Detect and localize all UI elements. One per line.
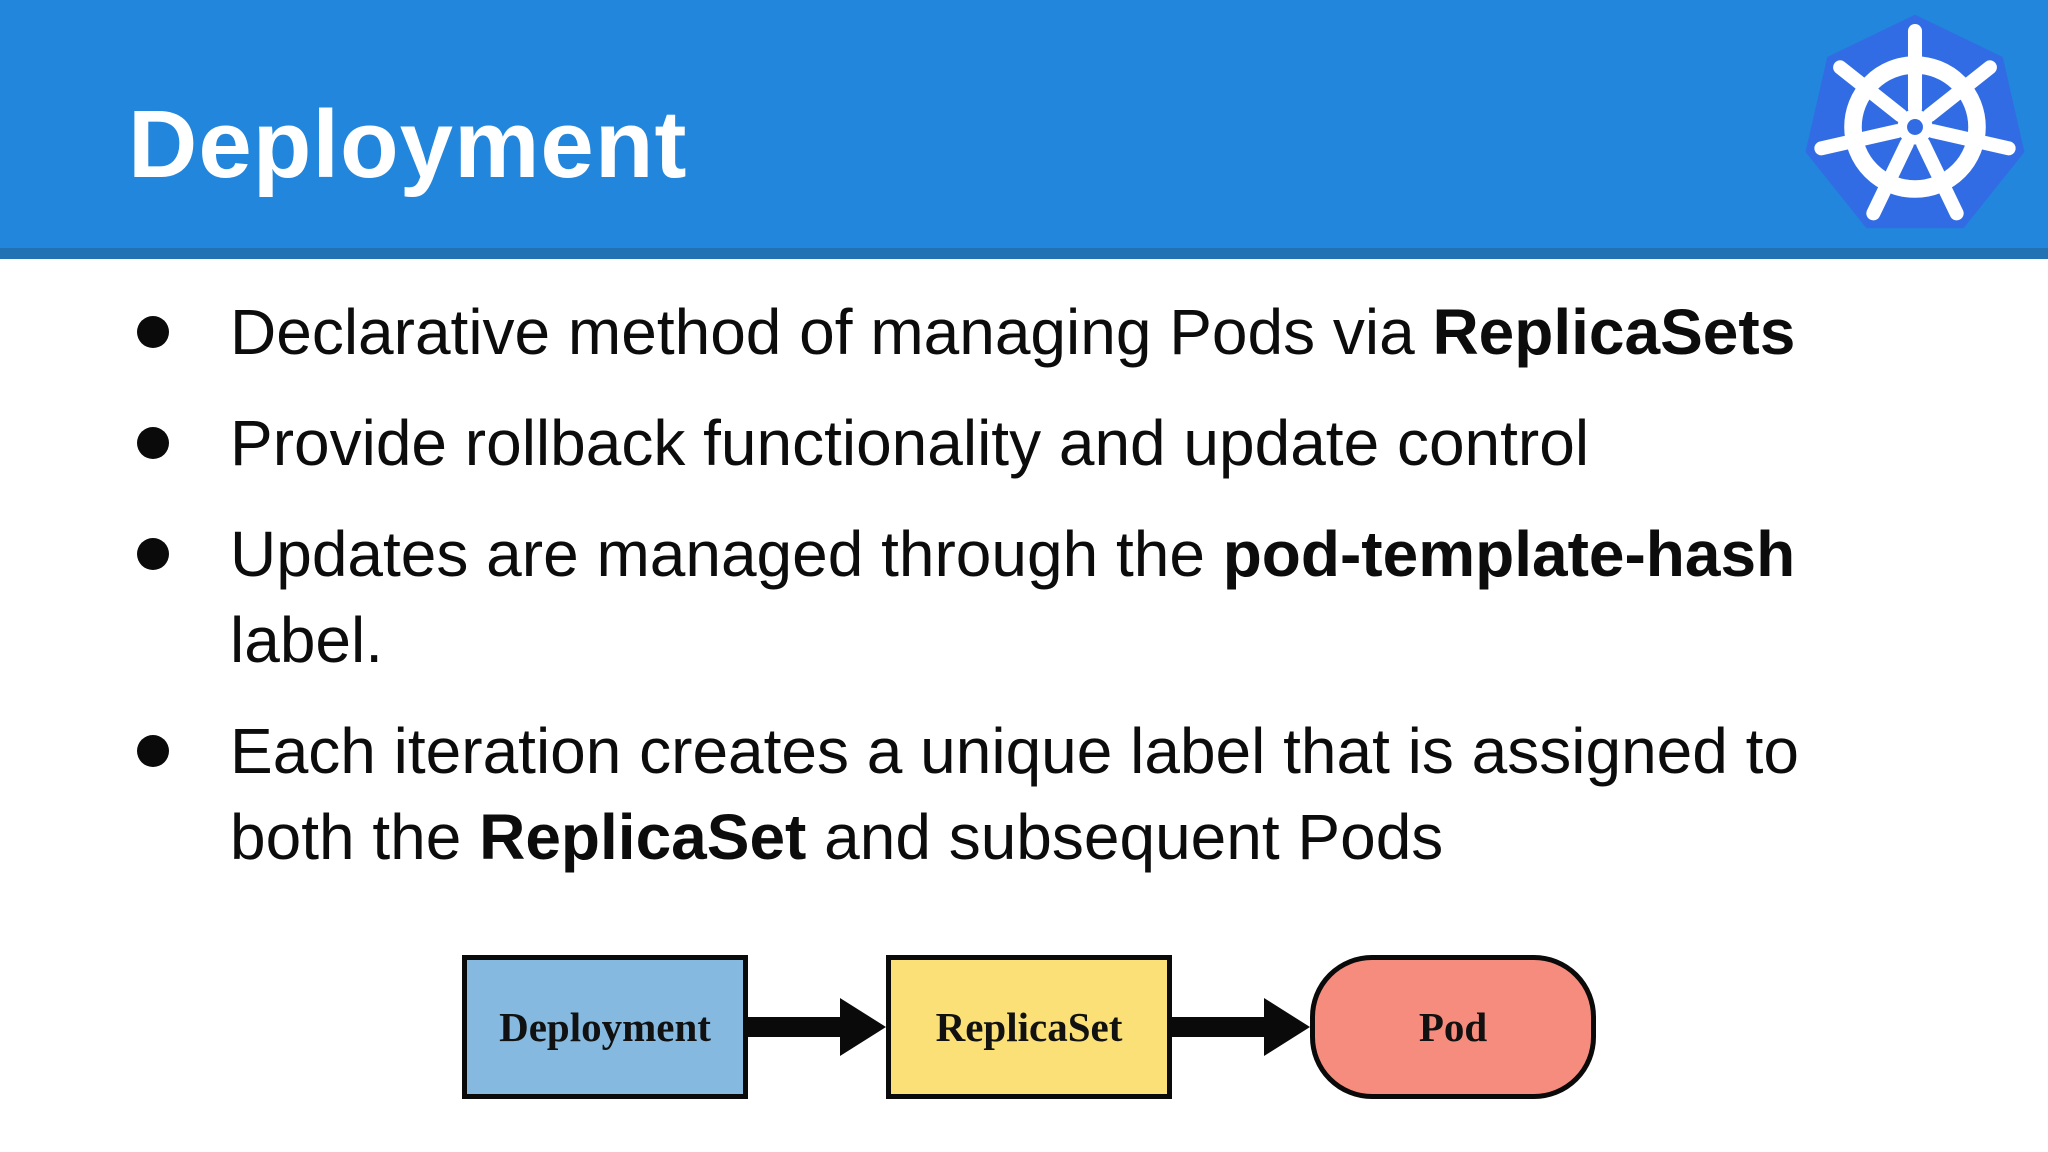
bullet-text: label.	[230, 604, 383, 676]
bullet-text-bold: ReplicaSets	[1432, 296, 1796, 368]
bullet-item-2: Provide rollback functionality and updat…	[137, 400, 1897, 486]
diagram-node-label: Pod	[1418, 1004, 1488, 1050]
bullet-text-bold: pod-template-hash	[1222, 518, 1796, 590]
bullet-dot-icon	[137, 538, 169, 570]
arrow-shaft	[1172, 1017, 1264, 1037]
bullet-dot-icon	[137, 427, 169, 459]
bullet-text-bold: ReplicaSet	[479, 801, 807, 873]
bullet-dot-icon	[137, 316, 169, 348]
bullet-item-4: Each iteration creates a unique label th…	[137, 708, 1897, 880]
bullet-text: and subsequent Pods	[806, 801, 1444, 873]
diagram-node-label: ReplicaSet	[935, 1004, 1123, 1050]
kubernetes-logo-icon	[1805, 14, 2025, 229]
diagram-node-replicaset: ReplicaSet	[886, 955, 1172, 1099]
title-banner: Deployment	[0, 0, 2048, 248]
diagram-node-deployment: Deployment	[462, 955, 748, 1099]
bullet-dot-icon	[137, 735, 169, 767]
diagram-node-label: Deployment	[499, 1004, 711, 1050]
arrow-head	[1264, 998, 1310, 1056]
flow-diagram: Deployment ReplicaSet Pod	[462, 955, 1596, 1099]
arrow-right-icon	[1172, 998, 1310, 1056]
bullet-text: Updates are managed through the	[230, 518, 1223, 590]
bullet-item-1: Declarative method of managing Pods via …	[137, 289, 1897, 375]
page-title: Deployment	[128, 91, 688, 198]
bullet-text: Each iteration creates a unique label th…	[230, 715, 1799, 873]
diagram-node-pod: Pod	[1310, 955, 1596, 1099]
arrow-head	[840, 998, 886, 1056]
helm-wheel-icon	[1814, 24, 2016, 221]
bullet-text: Declarative method of managing Pods via	[230, 296, 1433, 368]
arrow-shaft	[748, 1017, 840, 1037]
bullet-item-3: Updates are managed through the pod-temp…	[137, 511, 1897, 683]
arrow-right-icon	[748, 998, 886, 1056]
banner-accent-stripe	[0, 248, 2048, 259]
bullet-text: Provide rollback functionality and updat…	[230, 407, 1590, 479]
bullet-list: Declarative method of managing Pods via …	[137, 289, 1897, 905]
